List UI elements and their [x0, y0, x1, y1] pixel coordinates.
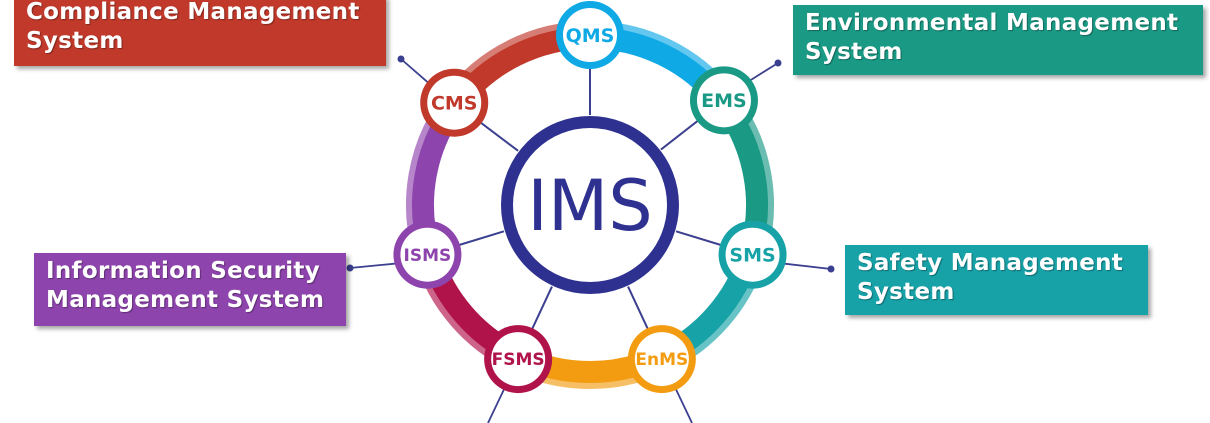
leader-dot-sms [827, 265, 835, 273]
callout-cms-line1: Compliance Management [26, 0, 360, 25]
spoke-isms [456, 230, 505, 247]
node-isms-inner [400, 227, 455, 282]
node-enms: EnMS [627, 325, 696, 394]
node-cms: CMS [420, 68, 489, 137]
callout-sms-line1: Safety Management [857, 250, 1124, 276]
node-isms: ISMS [393, 220, 462, 289]
node-qms: QMS [556, 1, 624, 69]
callout-cms-line2: System [26, 28, 124, 54]
spoke-ems [660, 118, 701, 151]
callout-cms: Compliance Management System [14, 0, 386, 66]
leader-sms [780, 262, 832, 270]
node-qms-label: QMS [566, 25, 615, 47]
callout-isms-line2: Management System [46, 287, 325, 313]
callout-isms: Information Security Management System [34, 253, 346, 326]
node-cms-label: CMS [431, 93, 478, 115]
spokes [456, 66, 724, 332]
node-sms-label: SMS [729, 245, 775, 267]
node-enms-label: EnMS [635, 350, 688, 370]
node-fsms-inner [491, 332, 546, 387]
node-ems: EMS [689, 66, 758, 135]
nodes: QMS EMS SMS EnMS FSMS ISMS CMS [393, 1, 787, 394]
center-circle [501, 116, 679, 294]
leader-isms [349, 262, 400, 269]
leader-enms [673, 384, 693, 423]
callout-sms: Safety Management System [845, 245, 1148, 315]
spoke-sms [675, 230, 724, 247]
node-sms-inner [725, 227, 780, 282]
leader-cms [400, 58, 432, 86]
leader-dot-isms [346, 264, 354, 272]
spoke-enms [627, 286, 650, 332]
node-fsms-label: FSMS [492, 350, 545, 370]
node-ems-label: EMS [701, 90, 747, 112]
center-label: IMS [527, 165, 652, 247]
node-fsms: FSMS [484, 325, 553, 394]
callout-leaders [346, 55, 835, 423]
spoke-cms [478, 120, 519, 152]
node-isms-label: ISMS [404, 246, 452, 266]
leader-ems [746, 62, 779, 84]
spoke-fsms [530, 286, 553, 332]
node-qms-inner [563, 8, 617, 62]
node-sms: SMS [718, 220, 787, 289]
node-ems-inner [696, 73, 751, 128]
center-hub: IMS [501, 116, 679, 294]
leader-fsms [487, 384, 507, 423]
leader-dot-ems [774, 59, 782, 67]
callout-ems-line1: Environmental Management [805, 10, 1179, 36]
callout-isms-line1: Information Security [46, 258, 321, 284]
callout-sms-line2: System [857, 279, 955, 305]
node-enms-inner [634, 332, 689, 387]
leader-dot-cms [397, 55, 405, 63]
callout-ems: Environmental Management System [793, 5, 1203, 75]
callout-ems-line2: System [805, 39, 903, 65]
node-cms-inner [427, 75, 482, 130]
